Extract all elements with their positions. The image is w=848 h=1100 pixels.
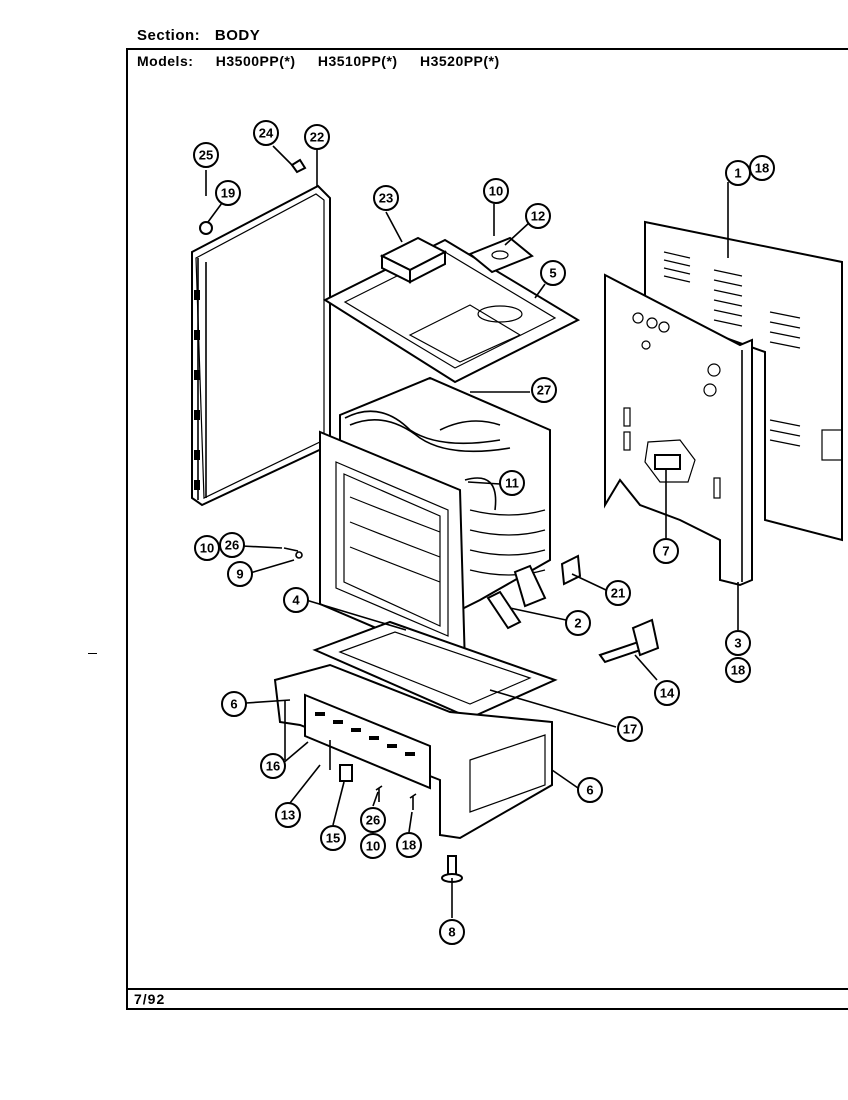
svg-text:12: 12 xyxy=(531,209,545,224)
part-side-panel xyxy=(191,184,331,507)
svg-text:16: 16 xyxy=(266,759,280,774)
callout-24: 24 xyxy=(253,120,279,146)
svg-text:1: 1 xyxy=(734,166,741,181)
callout-6-left: 6 xyxy=(221,691,247,717)
callout-23: 23 xyxy=(373,185,399,211)
section-label: Section: xyxy=(137,27,201,44)
svg-text:3: 3 xyxy=(734,636,741,651)
callout-18-right: 18 xyxy=(725,657,751,683)
callout-14: 14 xyxy=(654,680,680,706)
callout-10-left: 10 xyxy=(194,535,220,561)
svg-text:18: 18 xyxy=(755,161,769,176)
models-label: Models: xyxy=(137,53,194,69)
svg-text:17: 17 xyxy=(623,722,637,737)
leader-lines xyxy=(205,145,739,918)
part-screw-hardware xyxy=(199,158,463,883)
svg-text:26: 26 xyxy=(366,813,380,828)
svg-text:6: 6 xyxy=(586,783,593,798)
margin-mark xyxy=(88,653,97,654)
models-heading: Models: H3500PP(*) H3510PP(*) H3520PP(*) xyxy=(137,53,518,69)
part-top-panel xyxy=(322,238,581,384)
callout-26-left: 26 xyxy=(219,532,245,558)
svg-text:22: 22 xyxy=(310,130,324,145)
section-heading: Section: BODY xyxy=(137,27,260,44)
model-h3520pp: H3520PP(*) xyxy=(419,53,500,69)
revision-date: 7/92 xyxy=(134,991,166,1007)
callout-5: 5 xyxy=(540,260,566,286)
callout-12: 12 xyxy=(525,203,551,229)
callout-22: 22 xyxy=(304,124,330,150)
part-bottom-panel xyxy=(312,620,558,720)
callout-26-bottom: 26 xyxy=(360,807,386,833)
part-hinge-2 xyxy=(486,564,547,630)
svg-text:21: 21 xyxy=(611,586,625,601)
callout-17: 17 xyxy=(617,716,643,742)
callout-8: 8 xyxy=(439,919,465,945)
callout-13: 13 xyxy=(275,802,301,828)
callout-15: 15 xyxy=(320,825,346,851)
callout-27: 27 xyxy=(531,377,557,403)
diagram-frame xyxy=(126,48,848,1010)
svg-text:8: 8 xyxy=(448,925,455,940)
svg-text:4: 4 xyxy=(292,593,300,608)
callout-18-bottom: 18 xyxy=(396,832,422,858)
svg-text:18: 18 xyxy=(731,663,745,678)
callout-3: 3 xyxy=(725,630,751,656)
svg-text:14: 14 xyxy=(660,686,675,701)
part-bracket-12 xyxy=(468,236,534,274)
svg-text:2: 2 xyxy=(574,616,581,631)
part-bracket-14 xyxy=(598,618,660,664)
svg-text:19: 19 xyxy=(221,186,235,201)
svg-text:25: 25 xyxy=(199,148,213,163)
model-h3500pp: H3500PP(*) xyxy=(215,53,296,69)
svg-text:13: 13 xyxy=(281,808,295,823)
svg-text:7: 7 xyxy=(662,544,669,559)
svg-text:11: 11 xyxy=(505,476,519,491)
callout-11: 11 xyxy=(499,470,525,496)
svg-text:27: 27 xyxy=(537,383,551,398)
part-rear-frame xyxy=(604,273,753,587)
svg-text:10: 10 xyxy=(200,541,214,556)
callout-2: 2 xyxy=(565,610,591,636)
svg-text:26: 26 xyxy=(225,538,239,553)
callout-6-right: 6 xyxy=(577,777,603,803)
callout-19: 19 xyxy=(215,180,241,206)
callout-21: 21 xyxy=(605,580,631,606)
part-oven-cavity xyxy=(319,376,551,668)
svg-text:15: 15 xyxy=(326,831,340,846)
callout-25: 25 xyxy=(193,142,219,168)
part-base-frame xyxy=(273,663,553,840)
model-h3510pp: H3510PP(*) xyxy=(317,53,398,69)
callout-9: 9 xyxy=(227,561,253,587)
section-value: BODY xyxy=(214,27,261,44)
callout-7: 7 xyxy=(653,538,679,564)
part-control-box xyxy=(379,236,448,284)
svg-text:23: 23 xyxy=(379,191,393,206)
svg-text:6: 6 xyxy=(230,697,237,712)
callout-1: 1 xyxy=(725,160,751,186)
callout-4: 4 xyxy=(283,587,309,613)
callout-16: 16 xyxy=(260,753,286,779)
callout-18-top: 18 xyxy=(749,155,775,181)
part-bracket-21 xyxy=(560,554,582,586)
svg-text:5: 5 xyxy=(549,266,556,281)
svg-text:10: 10 xyxy=(489,184,503,199)
svg-text:10: 10 xyxy=(366,839,380,854)
footer-divider xyxy=(126,988,848,990)
callout-10-top: 10 xyxy=(483,178,509,204)
svg-text:24: 24 xyxy=(259,126,274,141)
svg-text:18: 18 xyxy=(402,838,416,853)
svg-text:9: 9 xyxy=(236,567,243,582)
callout-10-bottom: 10 xyxy=(360,833,386,859)
